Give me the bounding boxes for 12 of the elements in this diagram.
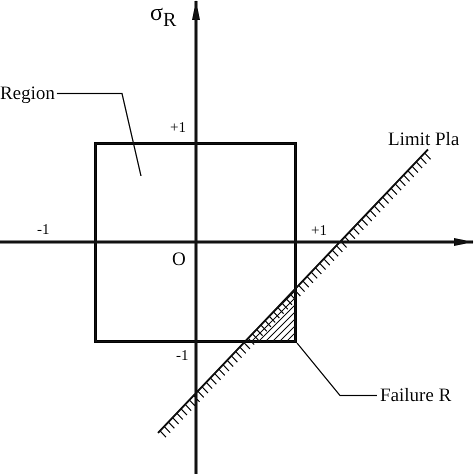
- tick-label: +1: [170, 121, 186, 136]
- callout-label: Region: [0, 83, 55, 104]
- callout-label: Failure R: [380, 385, 452, 406]
- line-label: Limit Pla: [388, 130, 460, 149]
- leader-line: [56, 92, 142, 176]
- leader-line: [296, 342, 377, 396]
- tick-label: -1: [37, 223, 50, 238]
- axis-label: σ$_{R}$: [150, 1, 176, 30]
- safe-region-square: [94, 142, 297, 343]
- origin-label: O: [172, 250, 186, 269]
- tick-label: -1: [176, 349, 188, 364]
- tick-label: +1: [311, 224, 327, 239]
